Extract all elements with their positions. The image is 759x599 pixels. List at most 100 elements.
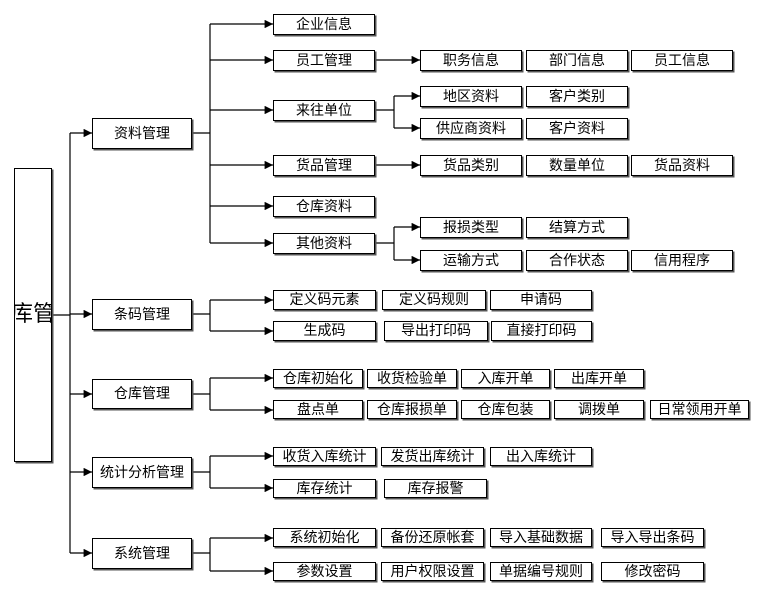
module-data-management: 资料管理 xyxy=(92,118,192,149)
node-position-info: 职务信息 xyxy=(420,50,522,71)
node-label: 直接打印码 xyxy=(506,323,577,339)
node-loss-type: 报损类型 xyxy=(420,217,522,238)
node-settlement-method: 结算方式 xyxy=(526,217,628,238)
node-user-permissions: 用户权限设置 xyxy=(381,562,484,581)
node-inventory-stats: 库存统计 xyxy=(273,479,376,498)
node-label: 货品管理 xyxy=(296,157,352,174)
module-statistics-management: 统计分析管理 xyxy=(92,457,192,488)
node-employee-management: 员工管理 xyxy=(273,50,375,71)
node-customer-data: 客户资料 xyxy=(526,118,628,139)
node-import-export-barcode: 导入导出条码 xyxy=(601,528,704,547)
node-cooperation-status: 合作状态 xyxy=(526,250,628,271)
node-label: 系统初始化 xyxy=(289,529,360,546)
node-label: 信用程序 xyxy=(654,252,710,269)
node-goods-data: 货品资料 xyxy=(631,155,733,176)
node-supplier-data: 供应商资料 xyxy=(420,118,522,139)
node-label: 库存报警 xyxy=(407,480,464,497)
node-label: 导出打印码 xyxy=(401,323,471,339)
node-label: 出入库统计 xyxy=(506,448,576,465)
node-transfer-order: 调拨单 xyxy=(554,400,644,419)
node-label: 发货出库统计 xyxy=(390,448,475,465)
node-label: 用户权限设置 xyxy=(390,563,475,580)
node-label: 仓库资料 xyxy=(296,198,352,215)
node-import-base-data: 导入基础数据 xyxy=(490,528,592,547)
module-warehouse-management: 仓库管理 xyxy=(92,379,192,409)
node-label: 盘点单 xyxy=(297,401,339,418)
node-label: 收货入库统计 xyxy=(282,448,367,465)
node-label: 其他资料 xyxy=(296,235,352,252)
node-define-code-element: 定义码元素 xyxy=(273,290,376,310)
module-label: 资料管理 xyxy=(114,125,170,142)
node-warehouse-init: 仓库初始化 xyxy=(273,369,363,388)
node-warehouse-data: 仓库资料 xyxy=(273,196,375,217)
node-system-init: 系统初始化 xyxy=(273,528,376,547)
node-customer-category: 客户类别 xyxy=(526,86,628,107)
node-parameter-settings: 参数设置 xyxy=(273,562,376,581)
module-system-management: 系统管理 xyxy=(92,538,192,569)
root-label: 条码仓库管理软件 xyxy=(15,302,51,327)
node-label: 导入导出条码 xyxy=(610,529,695,546)
node-generate-code: 生成码 xyxy=(273,321,376,341)
node-label: 定义码元素 xyxy=(289,292,360,308)
node-receipt-inspection: 收货检验单 xyxy=(367,369,457,388)
node-backup-restore: 备份还原帐套 xyxy=(381,528,484,547)
node-label: 生成码 xyxy=(303,323,346,339)
node-label: 员工管理 xyxy=(296,52,352,69)
node-other-data: 其他资料 xyxy=(273,233,375,254)
module-label: 系统管理 xyxy=(114,545,170,562)
node-region-data: 地区资料 xyxy=(420,86,522,107)
node-inbound-stats: 收货入库统计 xyxy=(273,447,376,466)
node-label: 部门信息 xyxy=(549,52,605,69)
node-direct-print-code: 直接打印码 xyxy=(491,321,592,341)
node-label: 备份还原帐套 xyxy=(390,529,475,546)
node-stocktake: 盘点单 xyxy=(273,400,363,419)
node-change-password: 修改密码 xyxy=(601,562,704,581)
node-label: 入库开单 xyxy=(477,370,534,387)
node-define-code-rule: 定义码规则 xyxy=(382,290,486,310)
node-label: 地区资料 xyxy=(443,88,499,105)
node-label: 调拨单 xyxy=(578,401,620,418)
node-label: 出库开单 xyxy=(571,370,627,387)
node-label: 货品类别 xyxy=(443,157,499,174)
node-label: 来往单位 xyxy=(296,102,352,119)
node-credit-procedure: 信用程序 xyxy=(631,250,733,271)
node-label: 报损类型 xyxy=(443,219,499,236)
node-label: 货品资料 xyxy=(654,157,710,174)
node-inventory-alarm: 库存报警 xyxy=(384,479,487,498)
node-in-out-stats: 出入库统计 xyxy=(490,447,592,466)
node-warehouse-packing: 仓库包装 xyxy=(461,400,550,419)
node-label: 仓库包装 xyxy=(477,401,534,418)
node-apply-code: 申请码 xyxy=(490,290,592,310)
node-label: 单据编号规则 xyxy=(499,563,583,580)
node-label: 仓库报损单 xyxy=(377,401,447,418)
node-partner-units: 来往单位 xyxy=(273,100,375,121)
node-department-info: 部门信息 xyxy=(526,50,628,71)
node-label: 仓库初始化 xyxy=(283,370,353,387)
node-label: 客户资料 xyxy=(549,120,605,137)
node-label: 员工信息 xyxy=(654,52,710,69)
node-label: 企业信息 xyxy=(296,16,352,33)
module-label: 统计分析管理 xyxy=(100,464,184,481)
root-node: 条码仓库管理软件 xyxy=(14,168,52,462)
node-quantity-unit: 数量单位 xyxy=(526,155,628,176)
node-label: 申请码 xyxy=(520,292,562,308)
node-label: 供应商资料 xyxy=(436,120,506,137)
node-transport-method: 运输方式 xyxy=(420,250,522,271)
node-enterprise-info: 企业信息 xyxy=(273,14,375,35)
node-label: 客户类别 xyxy=(549,88,605,105)
node-label: 合作状态 xyxy=(549,252,605,269)
node-warehouse-loss: 仓库报损单 xyxy=(367,400,457,419)
module-label: 仓库管理 xyxy=(114,386,170,402)
node-export-print-code: 导出打印码 xyxy=(384,321,488,341)
node-label: 导入基础数据 xyxy=(499,529,583,546)
node-employee-info: 员工信息 xyxy=(631,50,733,71)
node-label: 职务信息 xyxy=(443,52,499,69)
node-label: 收货检验单 xyxy=(377,370,447,387)
node-label: 定义码规则 xyxy=(399,292,469,308)
node-label: 运输方式 xyxy=(443,252,499,269)
node-outbound-stats: 发货出库统计 xyxy=(381,447,484,466)
node-outbound-order: 出库开单 xyxy=(554,369,644,388)
node-label: 修改密码 xyxy=(624,563,681,580)
node-label: 库存统计 xyxy=(296,480,353,497)
